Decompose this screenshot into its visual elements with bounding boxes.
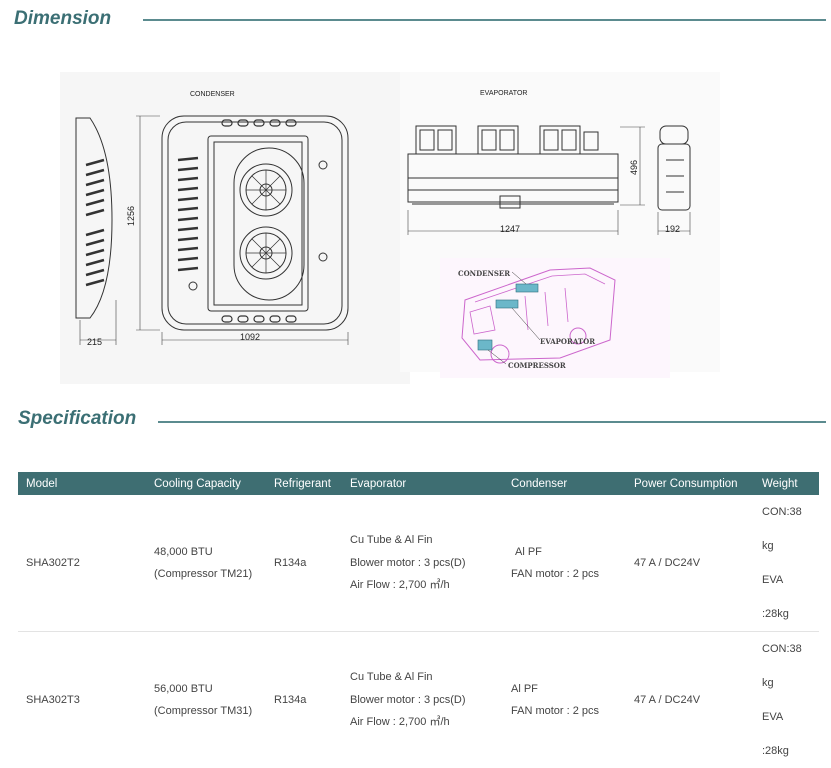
dimension-drawing: CONDENSER EVAPORATOR 215 1092 1256 1247 … (0, 60, 831, 395)
cell-evaporator: Cu Tube & Al Fin Blower motor : 3 pcs(D)… (342, 495, 503, 632)
cell-condenser: Al PF FAN motor : 2 pcs (503, 632, 626, 768)
header-cooling-capacity: Cooling Capacity (146, 472, 266, 495)
dimension-title: Dimension (14, 8, 111, 30)
condenser-drawing-label: CONDENSER (190, 91, 235, 98)
header-power-consumption: Power Consumption (626, 472, 754, 495)
dimension-height: 1256 (126, 206, 136, 226)
bus-compressor-label: COMPRESSOR (508, 361, 566, 370)
cell-power-consumption: 47 A / DC24V (626, 632, 754, 768)
cell-cooling-capacity: 56,000 BTU (Compressor TM31) (146, 632, 266, 768)
cell-refrigerant: R134a (266, 495, 342, 632)
dimension-evaporator-height: 496 (629, 160, 639, 175)
header-refrigerant: Refrigerant (266, 472, 342, 495)
bus-condenser-label: CONDENSER (458, 269, 510, 278)
specification-table: Model Cooling Capacity Refrigerant Evapo… (18, 472, 819, 768)
header-condenser: Condenser (503, 472, 626, 495)
cell-model: SHA302T2 (18, 495, 146, 632)
table-row: SHA302T3 56,000 BTU (Compressor TM31) R1… (18, 632, 819, 768)
dimension-divider (143, 19, 826, 21)
header-evaporator: Evaporator (342, 472, 503, 495)
cell-model: SHA302T3 (18, 632, 146, 768)
specification-title: Specification (18, 408, 136, 430)
evaporator-drawing-label: EVAPORATOR (480, 90, 527, 97)
cell-cooling-capacity: 48,000 BTU (Compressor TM21) (146, 495, 266, 632)
dimension-evaporator-width: 1247 (500, 224, 520, 234)
dimension-width: 1092 (240, 332, 260, 342)
header-model: Model (18, 472, 146, 495)
dimension-evaporator-depth: 192 (665, 224, 680, 234)
header-weight: Weight (754, 472, 819, 495)
table-header-row: Model Cooling Capacity Refrigerant Evapo… (18, 472, 819, 495)
cell-power-consumption: 47 A / DC24V (626, 495, 754, 632)
cell-refrigerant: R134a (266, 632, 342, 768)
table-row: SHA302T2 48,000 BTU (Compressor TM21) R1… (18, 495, 819, 632)
cell-evaporator: Cu Tube & Al Fin Blower motor : 3 pcs(D)… (342, 632, 503, 768)
bus-evaporator-label: EVAPORATOR (540, 337, 595, 346)
cell-condenser: Al PF FAN motor : 2 pcs (503, 495, 626, 632)
dimension-side-width: 215 (87, 337, 102, 347)
cell-weight: CON:38 kg EVA :28kg (754, 495, 819, 632)
specification-divider (158, 421, 826, 423)
cell-weight: CON:38 kg EVA :28kg (754, 632, 819, 768)
